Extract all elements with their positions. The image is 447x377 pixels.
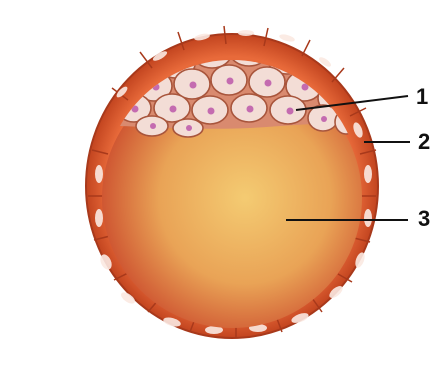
label-1: 1 <box>416 86 428 108</box>
label-2: 2 <box>418 131 430 153</box>
label-3: 3 <box>418 208 430 230</box>
